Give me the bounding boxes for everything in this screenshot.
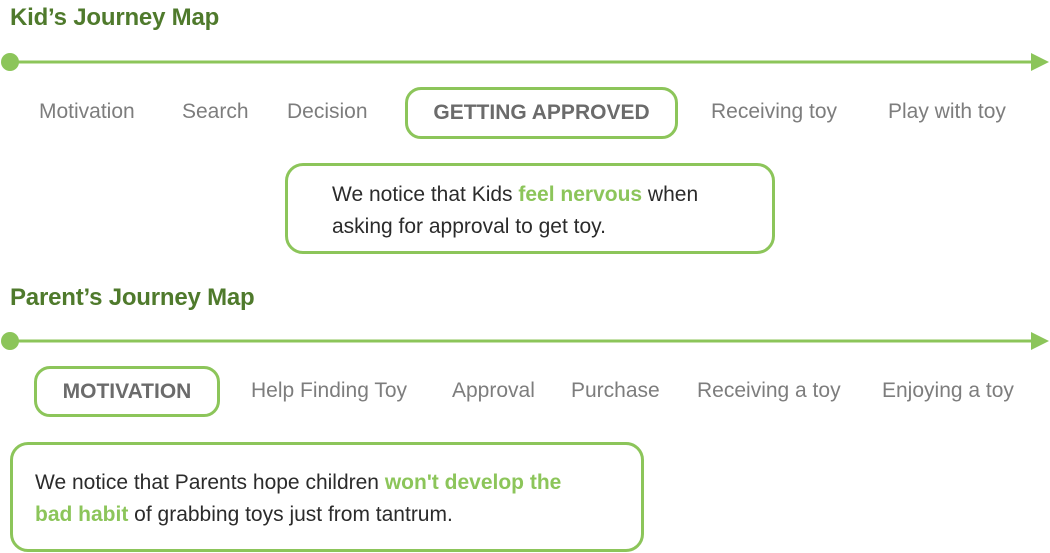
parents-stage-enjoying-a-toy: Enjoying a toy (882, 379, 1014, 402)
kids-stage-receiving-toy: Receiving toy (711, 100, 838, 123)
kids-stage-getting-approved: GETTING APPROVED (405, 87, 678, 139)
timeline-arrowhead (1031, 332, 1049, 350)
kids-timeline-arrow (1, 53, 1049, 71)
parents-insight-prefix: We notice that Parents hope children (35, 471, 385, 494)
kids-insight-prefix: We notice that Kids (332, 183, 519, 206)
kids-stage-search: Search (182, 100, 249, 123)
parents-insight-card: We notice that Parents hope children won… (10, 442, 644, 552)
kids-stage-decision: Decision (287, 100, 368, 123)
parents-stage-help-finding-toy: Help Finding Toy (251, 379, 408, 402)
parents-timeline-arrow (1, 332, 1049, 350)
parents-journey-title: Parent’s Journey Map (10, 284, 255, 311)
parents-stage-approval: Approval (452, 379, 535, 402)
kids-journey-title: Kid’s Journey Map (10, 4, 220, 31)
parents-insight-suffix: of grabbing toys just from tantrum. (128, 503, 453, 526)
kids-stage-motivation: Motivation (39, 100, 135, 123)
parents-stage-receiving-a-toy: Receiving a toy (697, 379, 841, 402)
kids-insight-card: We notice that Kids feel nervous when as… (285, 163, 775, 254)
kids-insight-highlight: feel nervous (518, 183, 643, 206)
parents-stage-motivation: MOTIVATION (34, 366, 220, 417)
parents-insight-highlight: won't develop the bad habit (35, 471, 562, 526)
kids-insight-suffix: when asking for approval to get toy. (332, 183, 699, 238)
kids-stage-play-with-toy: Play with toy (888, 100, 1006, 123)
timeline-arrowhead (1031, 53, 1049, 71)
parents-stage-purchase: Purchase (571, 379, 660, 402)
